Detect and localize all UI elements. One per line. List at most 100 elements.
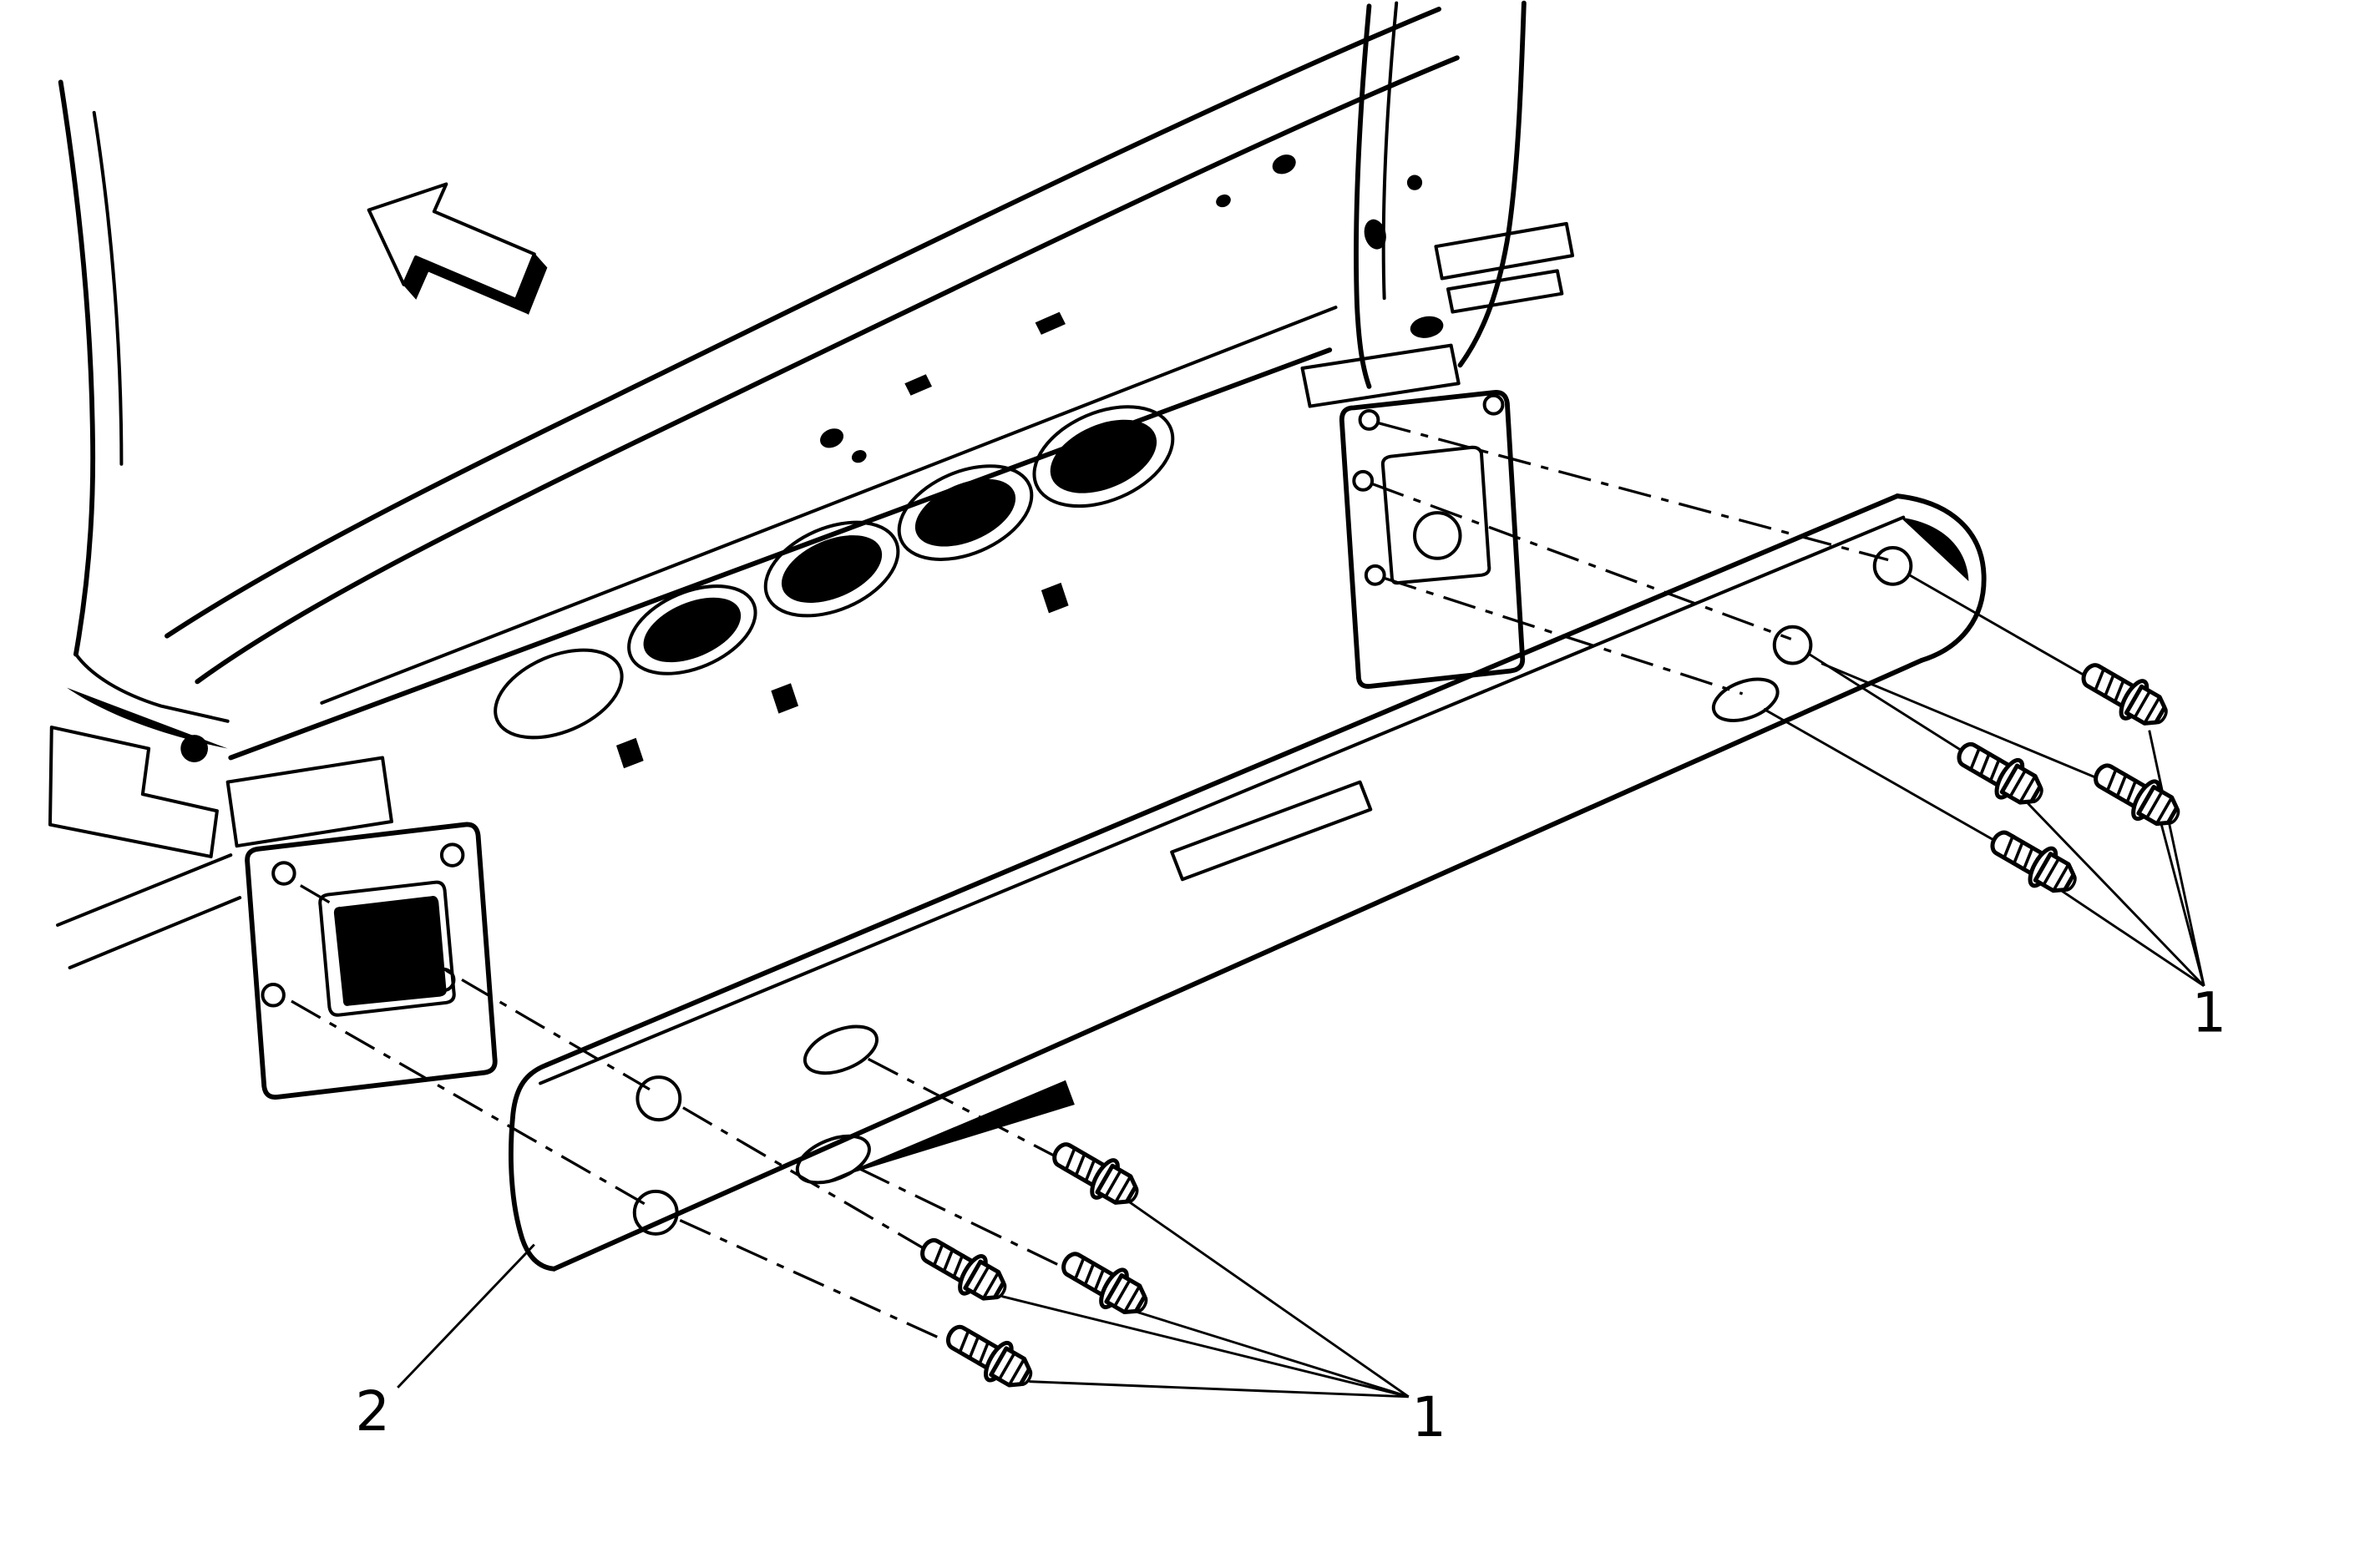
rail-outer-edge	[165, 7, 1441, 639]
frame-horn-line	[56, 853, 233, 927]
panel-line	[66, 687, 228, 749]
bar-bolt-hole	[1872, 546, 1913, 586]
bar-top-edge	[544, 493, 1900, 1068]
panel-hole	[180, 735, 209, 762]
bolt-icon	[914, 1229, 1013, 1311]
callout-1-right: 1	[2192, 981, 2227, 1045]
bar-left-end	[508, 1062, 557, 1272]
callout-leader	[2148, 730, 2205, 987]
pillar-edge	[1354, 3, 1372, 389]
callout-leader	[397, 1243, 535, 1389]
shelf-tab	[1041, 582, 1069, 614]
centerline	[1371, 482, 1792, 640]
panel-line	[92, 110, 124, 466]
bar-bolt-hole	[636, 1075, 682, 1122]
bolt-icon	[2075, 654, 2175, 736]
bolt-icon	[939, 1315, 1039, 1397]
callout-leader	[1135, 1310, 1410, 1399]
shelf-slot	[1170, 780, 1373, 882]
arrow-outline	[367, 182, 536, 301]
frame-horn-line	[58, 924, 70, 968]
impact-bar	[508, 493, 1987, 1272]
plate-outline	[245, 822, 498, 1100]
callout-leader	[2027, 802, 2205, 987]
bar-bottom-edge	[551, 657, 1924, 1272]
plate-hole	[1358, 409, 1380, 431]
bolt-icon	[1984, 821, 2084, 903]
shelf-tab	[615, 737, 644, 769]
callout-leader	[2160, 824, 2205, 987]
rail-hole	[1364, 219, 1386, 250]
bar-slot	[803, 1024, 879, 1075]
bar-crease	[565, 639, 1913, 1206]
shelf-fold-line	[440, 404, 1329, 746]
rail-hole	[820, 428, 844, 448]
plate-hole	[431, 967, 456, 993]
callout-leader	[1001, 1295, 1410, 1399]
direction-arrow-icon	[367, 182, 548, 316]
leader-lines	[397, 574, 2205, 1399]
oval-opening	[1032, 405, 1175, 508]
rail-inner-edge	[195, 55, 1460, 685]
panel-line	[58, 79, 96, 657]
centerline	[858, 1167, 1118, 1295]
bar-right-end	[1895, 493, 1987, 663]
right-mounting-plate	[1339, 390, 1889, 696]
rail-hem-line	[959, 121, 1172, 210]
plate-hole	[261, 983, 286, 1008]
plate-opening	[318, 880, 456, 1017]
plate-hole	[271, 861, 296, 886]
callout-1-bottom: 1	[1411, 1386, 1446, 1449]
shelf-fold-line	[373, 282, 1360, 670]
plate-opening-hole	[1413, 511, 1462, 560]
leader-line	[1820, 662, 2145, 799]
callout-2: 2	[355, 1380, 390, 1444]
plate-hole	[1352, 469, 1375, 492]
rail-tab	[904, 374, 933, 396]
oval-hatching	[1064, 423, 1142, 489]
pillar-hole	[1410, 316, 1444, 338]
oval-opening	[494, 648, 624, 740]
pillar-bracket	[1434, 221, 1575, 281]
oval-opening-inner	[781, 535, 883, 603]
bar-top-face-line	[539, 515, 1906, 1085]
bolt-icon	[1046, 1133, 1146, 1215]
centerline	[291, 999, 648, 1206]
oval-opening	[627, 584, 757, 675]
plate-outline	[1339, 390, 1526, 689]
bar-bolt-hole	[632, 1189, 679, 1236]
plate-opening	[1380, 445, 1491, 585]
bar-slot	[1711, 677, 1780, 722]
oval-opening	[897, 464, 1034, 562]
plate-hole	[1364, 564, 1386, 586]
plate-hole	[1482, 393, 1505, 416]
left-mounting-plate	[245, 822, 651, 1206]
rail-hole	[1272, 154, 1296, 175]
pillar-edge	[1457, 0, 1527, 368]
bar-step-line	[827, 1080, 1075, 1181]
panel-line	[73, 652, 230, 723]
callouts: 1 1 2	[355, 981, 2226, 1449]
callout-leader	[2057, 887, 2205, 988]
left-crush-can	[225, 756, 393, 848]
callout-leader	[1128, 1201, 1410, 1399]
bar-bolt-hole	[1772, 625, 1813, 665]
bolt-icon	[1951, 732, 2050, 814]
plate-hole	[439, 842, 465, 868]
rail-tab	[1035, 311, 1066, 335]
centerline	[300, 884, 651, 1091]
pillar-edge	[1381, 1, 1399, 301]
oval-opening-inner	[643, 597, 742, 663]
rail-hole	[1406, 175, 1423, 190]
oval-opening-inner	[914, 478, 1016, 547]
plate-opening-inner	[333, 896, 447, 1006]
bolt-icon	[2087, 754, 2186, 836]
rail-hole	[1216, 194, 1231, 208]
centerline	[867, 1057, 1109, 1186]
shelf-tab	[771, 683, 799, 714]
oval-opening	[763, 520, 900, 618]
rail-hole	[851, 450, 867, 463]
right-crush-can	[1300, 343, 1461, 408]
